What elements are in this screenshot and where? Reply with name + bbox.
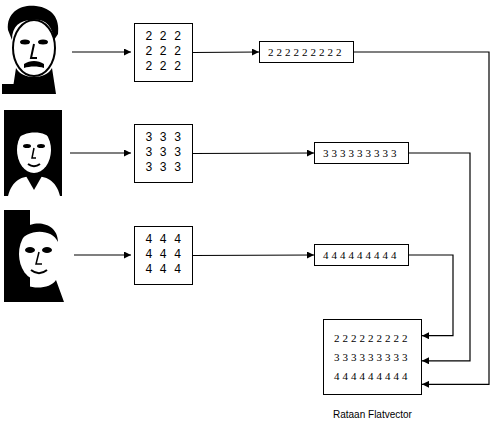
flat-vector-box: 444444444 — [314, 244, 409, 266]
matrix-box: 3 3 3 3 3 3 3 3 3 — [134, 124, 193, 183]
mean-vector-box: 222222222 333333333 444444444 — [323, 319, 422, 395]
figure-caption: Rataan Flatvector — [333, 409, 412, 420]
matrix-values: 2 2 2 2 2 2 2 2 2 — [143, 30, 183, 75]
photo-arrow — [70, 152, 131, 153]
flat-vector-box: 333333333 — [314, 142, 409, 164]
face-photo — [4, 110, 62, 196]
photo-arrow — [72, 51, 131, 52]
flat-vector-box: 222222222 — [259, 41, 354, 63]
matrix-box: 4 4 4 4 4 4 4 4 4 — [134, 226, 193, 285]
flow-arrow — [193, 152, 314, 154]
flow-arrow — [193, 254, 314, 256]
face-photo — [2, 6, 62, 94]
vector-values: 444444444 — [334, 369, 411, 383]
photo-arrow — [74, 254, 131, 255]
vector-values: 222222222 — [268, 46, 345, 58]
face-photo — [4, 210, 66, 302]
matrix-box: 2 2 2 2 2 2 2 2 2 — [134, 23, 193, 82]
vector-values: 333333333 — [334, 350, 411, 364]
matrix-values: 4 4 4 4 4 4 4 4 4 — [143, 233, 183, 278]
flow-arrow — [193, 51, 259, 53]
vector-values: 444444444 — [323, 249, 400, 261]
vector-values: 222222222 — [334, 331, 411, 345]
matrix-values: 3 3 3 3 3 3 3 3 3 — [143, 131, 183, 176]
vector-values: 333333333 — [323, 147, 400, 159]
